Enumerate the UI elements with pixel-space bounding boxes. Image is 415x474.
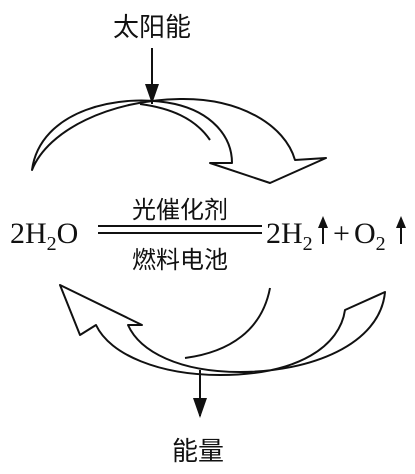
plus-sign: + <box>333 217 350 250</box>
energy-output-label: 能量 <box>172 437 224 467</box>
energy-output-arrow <box>193 370 207 418</box>
solar-input-arrow <box>145 48 159 104</box>
solar-energy-label: 太阳能 <box>113 13 191 43</box>
gas-up-arrow-icon <box>396 216 406 244</box>
reaction-equation: 2H2O 光催化剂 燃料电池 2H2 + O2 <box>10 196 406 274</box>
condition-fuel-cell: 燃料电池 <box>132 246 228 274</box>
product-hydrogen: 2H2 <box>266 217 313 255</box>
bottom-cycle-arrow <box>59 284 386 376</box>
gas-up-arrow-icon <box>318 216 328 244</box>
product-oxygen: O2 <box>354 217 386 255</box>
condition-photocatalyst: 光催化剂 <box>132 196 228 224</box>
top-cycle-arrow <box>31 97 327 184</box>
reactant-water: 2H2O <box>10 217 78 255</box>
